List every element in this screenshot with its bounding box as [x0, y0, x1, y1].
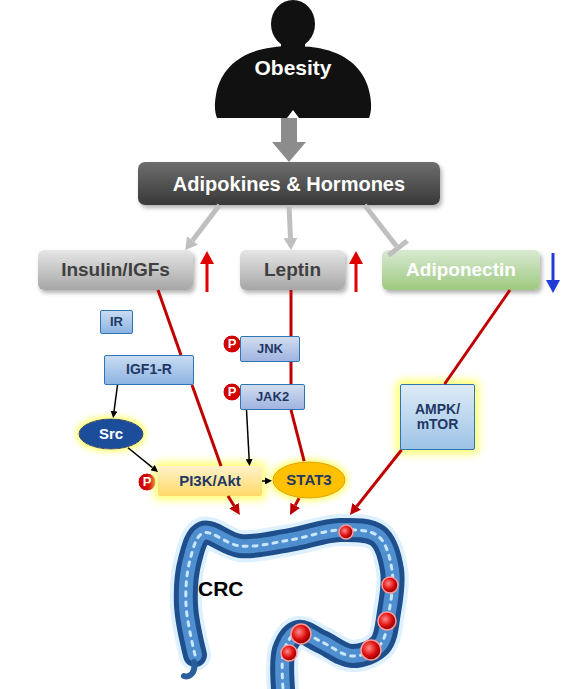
increase-arrow: [200, 251, 214, 292]
body-shape: [215, 46, 371, 118]
circle-outline: [223, 383, 241, 401]
phospho-circle: P: [137, 472, 157, 492]
circle-outline: [138, 473, 156, 491]
kinase-box: JAK2: [240, 384, 305, 410]
increase-arrow-head: [349, 251, 363, 264]
signal-arrow: [262, 480, 265, 482]
node-label: P: [228, 337, 237, 351]
node-label: Leptin: [264, 260, 321, 281]
kinase-box: PI3K/Akt: [158, 466, 262, 496]
hormone-box: Leptin: [240, 250, 345, 290]
signal-arrow: [247, 410, 250, 459]
kinase-box: JNK: [240, 336, 300, 362]
node-label: Insulin/IGFs: [61, 260, 170, 281]
node-label: IGF1-R: [126, 362, 172, 377]
increase-arrow-head: [200, 251, 214, 264]
colon-glow: [186, 530, 393, 689]
node-label: PI3K/Akt: [179, 473, 241, 490]
stimulus-arrow: [289, 205, 290, 238]
inhibition-connector: [365, 205, 397, 246]
phospho-circle: P: [222, 334, 242, 354]
hormone-box: Insulin/IGFs: [38, 250, 193, 290]
tumor-mass: [382, 577, 398, 593]
main-arrow: [281, 118, 297, 142]
pathway-line: [291, 410, 304, 461]
pathway-line: [158, 290, 181, 355]
tumor-mass: [291, 624, 311, 644]
node-label: CRC: [198, 577, 244, 600]
process-box: Adipokines & Hormones: [138, 162, 440, 205]
stimulus-arrow: [193, 205, 220, 240]
node-label: Obesity: [254, 56, 331, 79]
colon-highlight: [186, 530, 393, 689]
node-label: JNK: [257, 342, 283, 356]
pathway-line: [445, 290, 510, 384]
obesity-silhouette: Obesity: [213, 0, 373, 118]
node-label: P: [143, 475, 152, 489]
pathway-line: [290, 290, 293, 336]
tumor-mass: [339, 525, 353, 539]
increase-arrow: [349, 251, 363, 292]
pathway-line: [295, 498, 299, 505]
decrease-arrow-shaft: [552, 253, 555, 282]
ellipse-outline: [79, 419, 143, 449]
kinase-ellipse: Src: [78, 418, 144, 450]
colon-illustration: CRC: [150, 515, 430, 689]
signal-arrow: [114, 385, 117, 411]
hormone-box: Adiponectin: [382, 250, 540, 290]
appendix: [184, 662, 194, 676]
decrease-arrow-head: [546, 280, 560, 293]
increase-arrow-shaft: [355, 262, 358, 292]
phospho-circle: P: [222, 382, 242, 402]
pathway-box: AMPK/ mTOR: [400, 384, 475, 450]
node-label: Src: [99, 426, 123, 443]
pathway-line: [290, 362, 293, 384]
node-label: P: [228, 385, 237, 399]
node-label: JAK2: [256, 390, 289, 404]
colon-lumen: [186, 530, 393, 689]
node-label: STAT3: [286, 472, 331, 489]
circle-outline: [223, 335, 241, 353]
tumor-mass: [281, 645, 297, 661]
pathway-line: [192, 385, 221, 466]
tumor-mass: [378, 612, 396, 630]
tumor-mass: [361, 640, 381, 660]
ellipse-outline: [273, 462, 345, 498]
colon-wall: [186, 530, 393, 689]
colon-shape: [150, 515, 430, 689]
node-label: Adiponectin: [406, 260, 516, 281]
node-label: IR: [110, 315, 123, 329]
decrease-arrow: [546, 253, 560, 293]
transcription-factor-ellipse: STAT3: [272, 461, 346, 499]
receptor-box: IR: [100, 310, 133, 334]
pathway-line: [357, 450, 402, 506]
node-label: AMPK/ mTOR: [401, 402, 474, 433]
node-label: Adipokines & Hormones: [173, 173, 405, 195]
pathway-line: [228, 496, 234, 506]
signal-arrow: [128, 448, 153, 468]
receptor-box: IGF1-R: [104, 355, 194, 385]
increase-arrow-shaft: [206, 262, 209, 292]
